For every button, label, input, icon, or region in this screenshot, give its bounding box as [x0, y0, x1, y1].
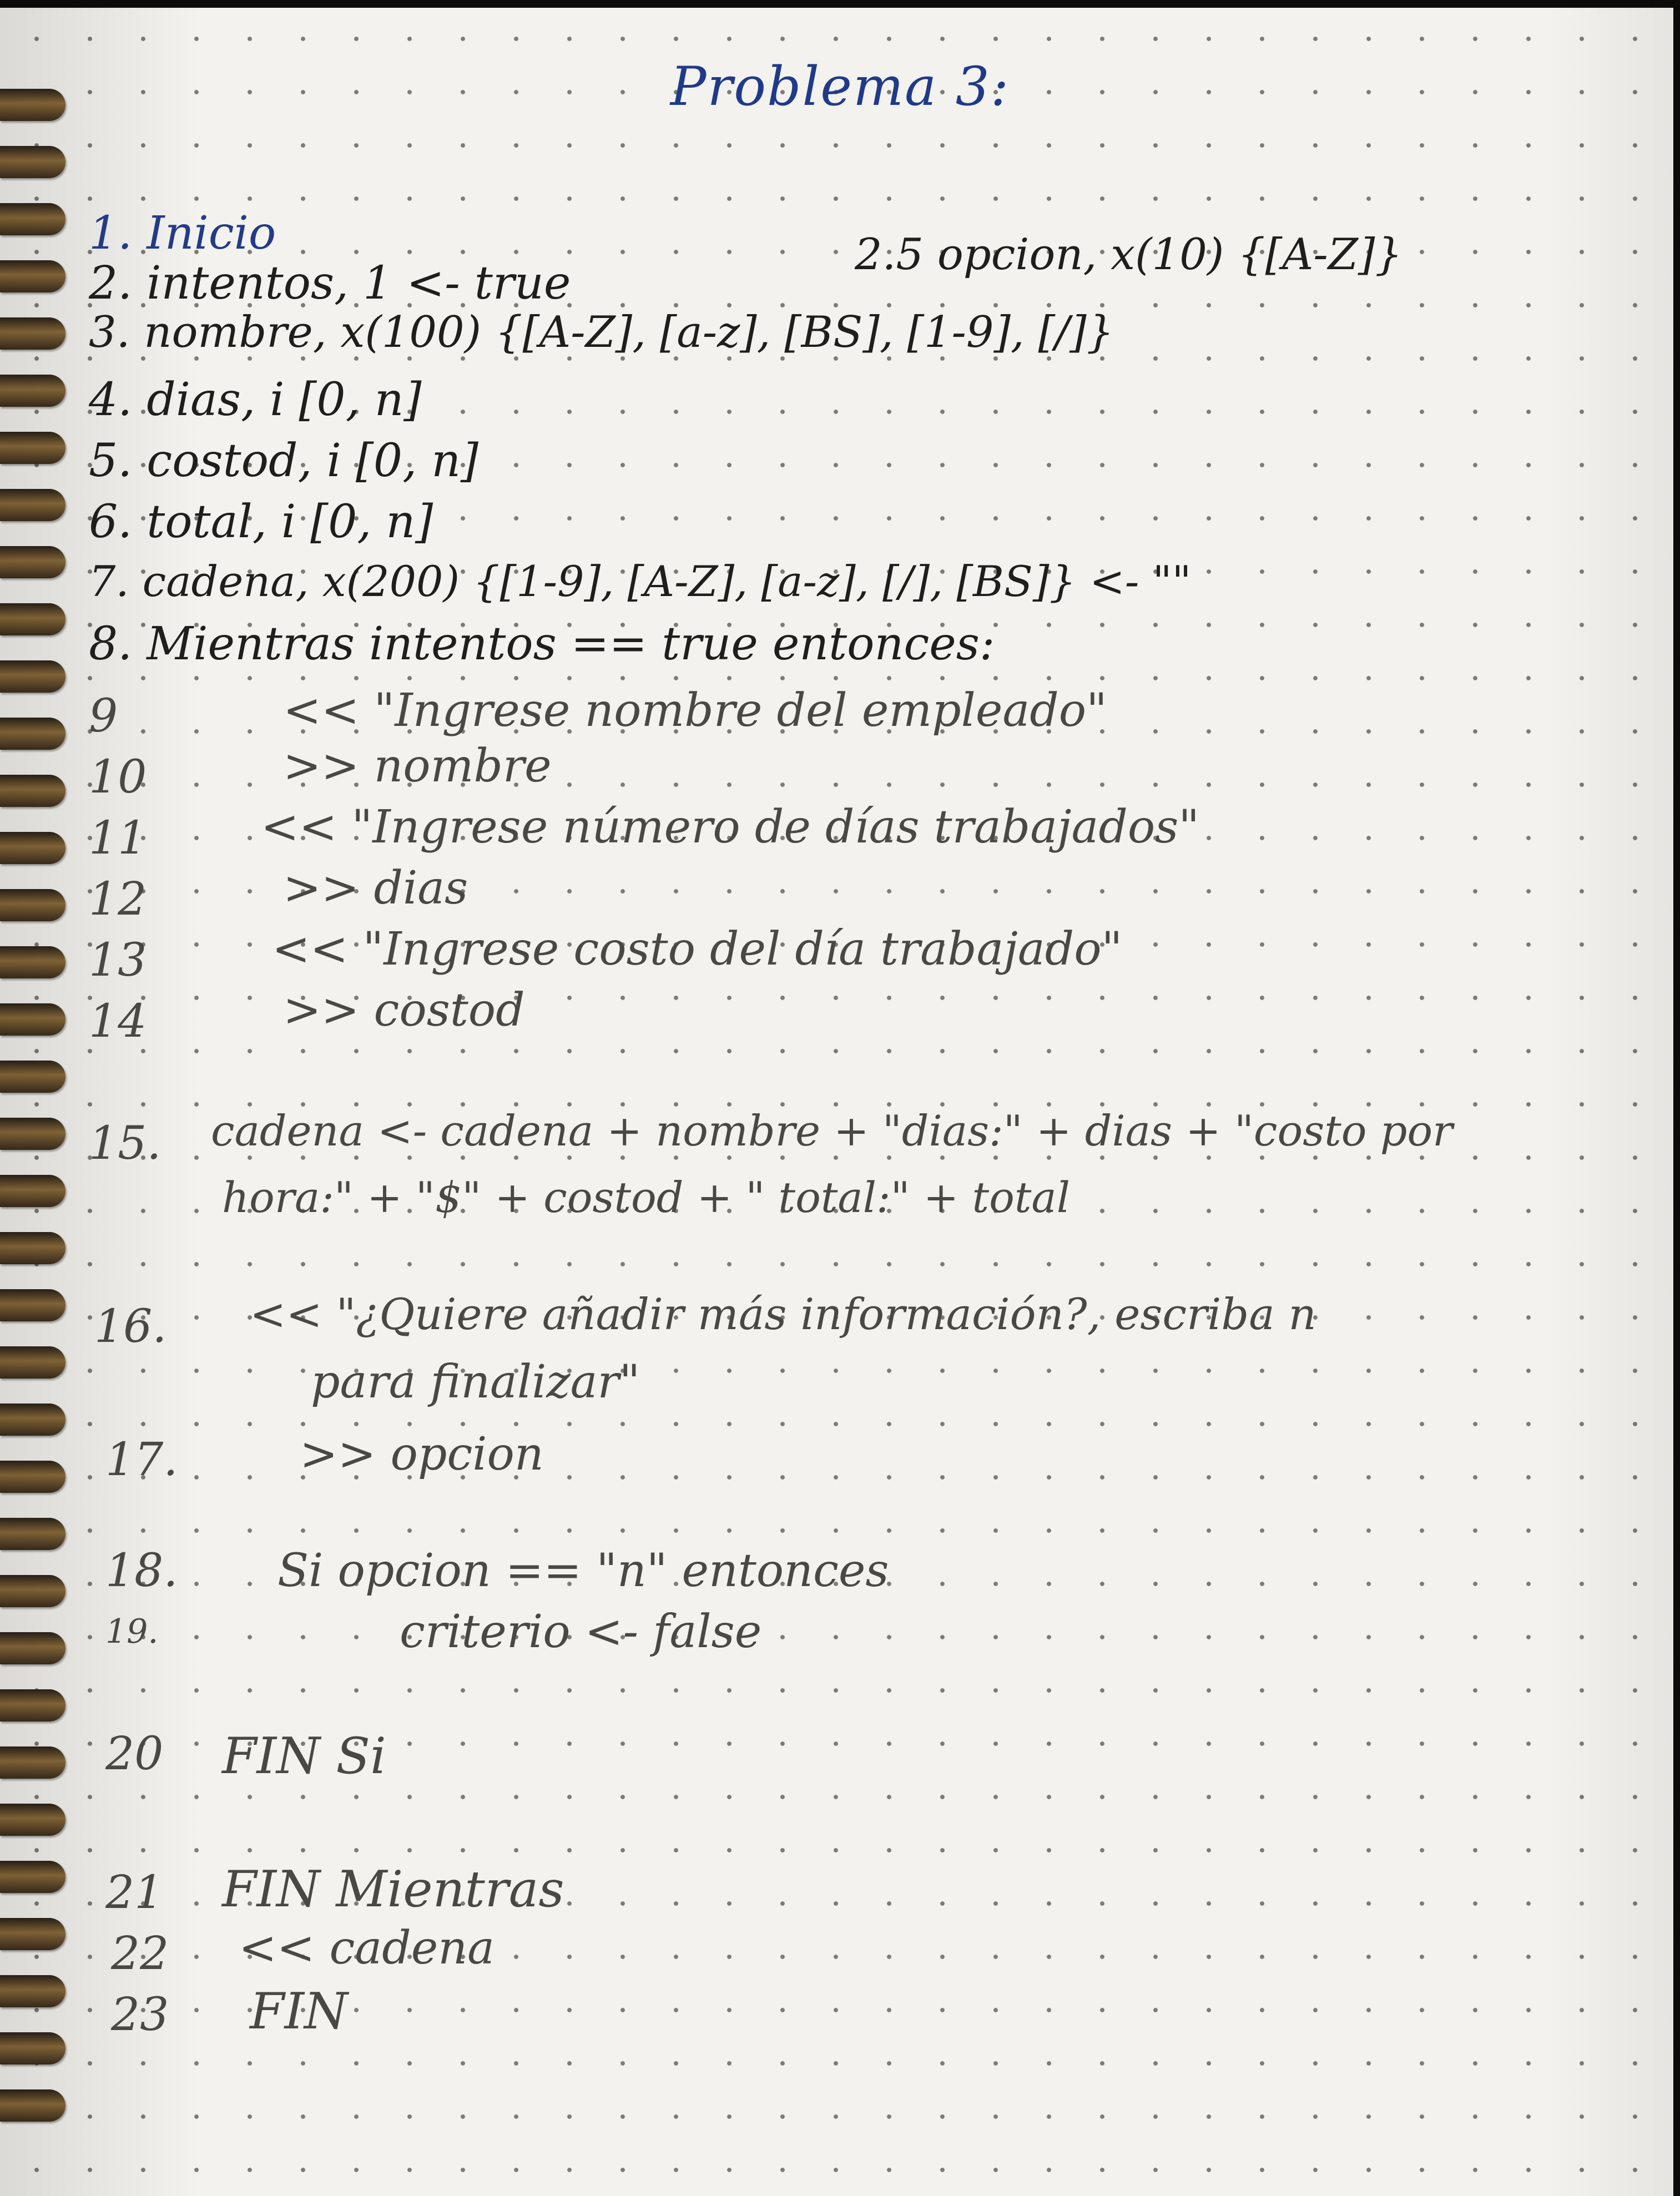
spiral-ring — [0, 832, 65, 864]
line-9-text: << "Ingrese nombre del empleado" — [283, 684, 1107, 737]
spiral-ring — [0, 1518, 65, 1550]
line-16-number: 16. — [94, 1300, 167, 1353]
spiral-ring — [0, 1918, 65, 1950]
spiral-ring — [0, 1061, 65, 1093]
line-13-text: << "Ingrese costo del día trabajado" — [272, 923, 1123, 976]
spiral-ring — [0, 1289, 65, 1321]
line-2-5: 2.5 opcion, x(10) {[A-Z]} — [855, 230, 1403, 280]
line-1: 1. Inicio — [89, 207, 276, 260]
line-19-number: 19. — [105, 1612, 159, 1651]
spiral-ring — [0, 1003, 65, 1036]
line-12-number: 12 — [89, 873, 147, 926]
line-19-text: criterio <- false — [400, 1606, 762, 1658]
spiral-ring — [0, 146, 65, 178]
spiral-ring — [0, 317, 65, 350]
spiral-ring — [0, 2089, 65, 2122]
spiral-ring — [0, 89, 65, 121]
spiral-ring — [0, 260, 65, 292]
spiral-ring — [0, 1346, 65, 1379]
spiral-ring — [0, 489, 65, 521]
line-17-number: 17. — [105, 1433, 178, 1486]
line-21-text: FIN Mientras — [222, 1860, 564, 1919]
line-20-number: 20 — [105, 1728, 164, 1780]
line-13-number: 13 — [89, 934, 147, 987]
line-4: 4. dias, i [0, n] — [89, 373, 422, 426]
spiral-ring — [0, 1746, 65, 1779]
line-7: 7. cadena, x(200) {[1-9], [A-Z], [a-z], … — [89, 557, 1192, 606]
spiral-ring — [0, 1232, 65, 1264]
line-17-text: >> opcion — [300, 1428, 544, 1481]
line-14-text: >> costod — [283, 984, 525, 1037]
spiral-ring — [0, 1804, 65, 1836]
line-12-text: >> dias — [283, 862, 468, 915]
line-10-text: >> nombre — [283, 740, 552, 792]
spiral-ring — [0, 546, 65, 578]
line-15-number: 15. — [89, 1117, 162, 1170]
spiral-ring — [0, 889, 65, 921]
spiral-ring — [0, 1861, 65, 1893]
spiral-ring — [0, 1632, 65, 1664]
line-23-number: 23 — [111, 1988, 169, 2041]
line-5: 5. costod, i [0, n] — [89, 435, 479, 487]
line-18-number: 18. — [105, 1544, 178, 1597]
line-3: 3. nombre, x(100) {[A-Z], [a-z], [BS], [… — [89, 307, 1114, 357]
spiral-ring — [0, 603, 65, 635]
line-15-continuation: hora:" + "$" + costod + " total:" + tota… — [222, 1173, 1071, 1222]
spiral-ring — [0, 203, 65, 235]
line-23-text: FIN — [250, 1982, 348, 2041]
spiral-ring — [0, 946, 65, 978]
page-title: Problema 3: — [670, 55, 1010, 118]
spiral-ring — [0, 1689, 65, 1722]
line-22-number: 22 — [111, 1927, 169, 1980]
spiral-ring — [0, 1404, 65, 1436]
spiral-ring — [0, 375, 65, 407]
line-16-text: << "¿Quiere añadir más información?, esc… — [250, 1290, 1316, 1340]
line-14-number: 14 — [89, 995, 147, 1048]
line-8: 8. Mientras intentos == true entonces: — [89, 618, 995, 670]
line-2: 2. intentos, 1 <- true — [89, 257, 571, 310]
spiral-ring — [0, 1118, 65, 1150]
page-right-edge — [1673, 0, 1680, 2196]
spiral-ring — [0, 432, 65, 464]
spiral-ring — [0, 1175, 65, 1207]
spiral-ring — [0, 775, 65, 807]
line-11-number: 11 — [89, 812, 147, 865]
line-16-continuation: para finalizar" — [311, 1356, 640, 1409]
spiral-ring — [0, 718, 65, 750]
line-20-text: FIN Si — [222, 1727, 386, 1785]
line-11-text: << "Ingrese número de días trabajados" — [261, 801, 1200, 854]
page-top-edge — [0, 0, 1680, 8]
line-10-number: 10 — [89, 751, 147, 804]
spiral-ring — [0, 1575, 65, 1607]
line-21-number: 21 — [105, 1866, 164, 1919]
line-15-text: cadena <- cadena + nombre + "dias:" + di… — [211, 1106, 1453, 1155]
line-22-text: << cadena — [239, 1922, 495, 1975]
spiral-ring — [0, 2032, 65, 2064]
spiral-ring — [0, 1461, 65, 1493]
line-6: 6. total, i [0, n] — [89, 496, 433, 548]
line-9-number: 9 — [89, 690, 118, 743]
line-18-text: Si opcion == "n" entonces — [278, 1544, 889, 1597]
spiral-ring — [0, 660, 65, 693]
spiral-binding — [0, 89, 72, 2196]
spiral-ring — [0, 1975, 65, 2007]
